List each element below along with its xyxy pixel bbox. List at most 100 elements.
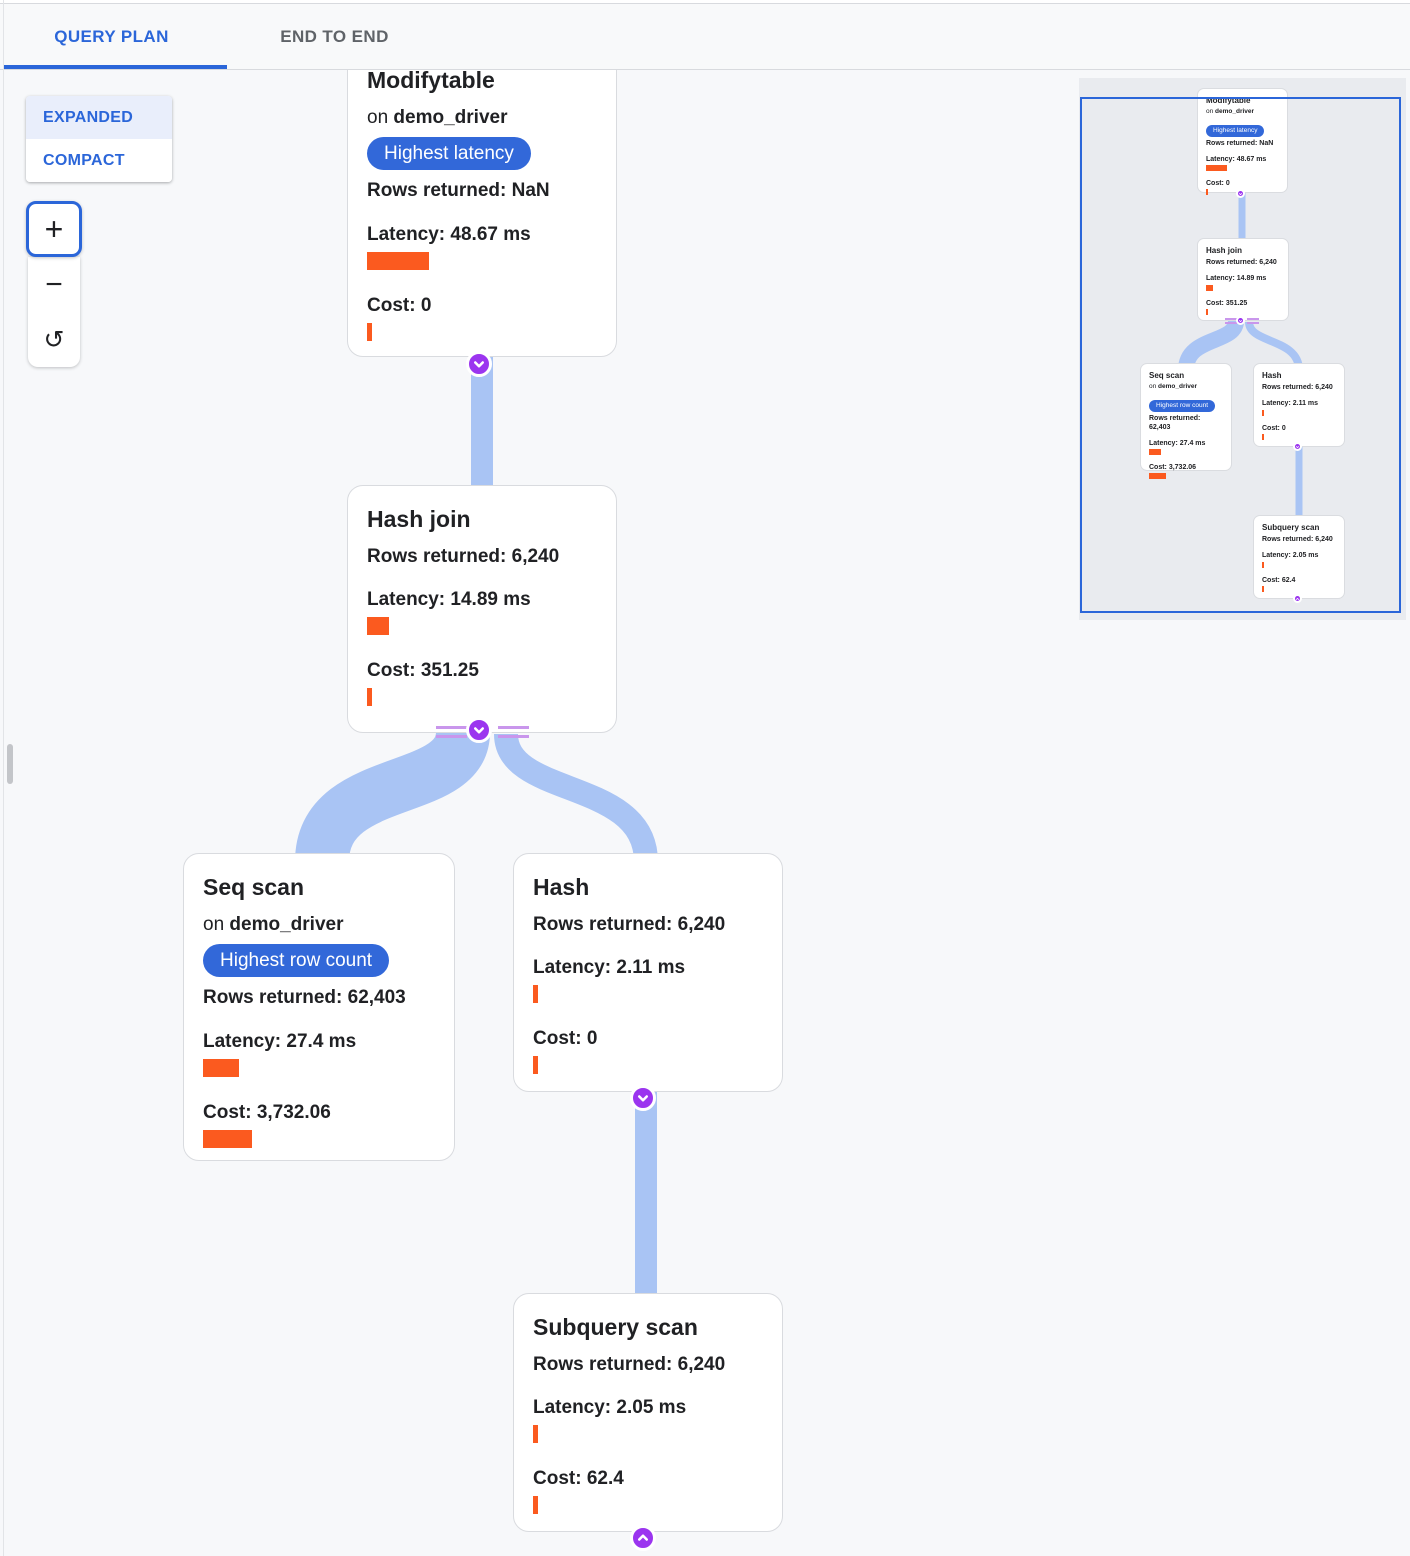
chevron-down-icon <box>1296 445 1299 448</box>
node-cost: Cost: 351.25 <box>1206 299 1248 307</box>
node-cost: Cost: 3,732.06 <box>1149 464 1197 472</box>
plan-node-subquery-scan[interactable]: Subquery scan Rows returned: 6,240 Laten… <box>513 1293 783 1532</box>
view-mode-toggle: EXPANDED COMPACT <box>26 96 172 182</box>
cost-bar <box>1206 308 1208 315</box>
node-cost: Cost: 0 <box>1262 424 1286 432</box>
node-rows-returned: Rows returned: 6,240 <box>367 545 560 567</box>
node-latency: Latency: 2.11 ms <box>1262 400 1319 408</box>
collapse-children-button[interactable] <box>466 351 492 377</box>
latency-bar <box>367 251 429 270</box>
node-cost: Cost: 3,732.06 <box>203 1101 331 1123</box>
node-title: Modifytable <box>367 67 495 93</box>
node-on-prefix: on <box>367 106 389 128</box>
left-divider <box>3 0 4 1556</box>
node-rows-returned: Rows returned: 62,403 <box>203 987 406 1009</box>
node-table: on demo_driver <box>203 914 435 937</box>
zoom-button-group: − ↺ <box>28 257 80 367</box>
node-on-prefix: on <box>203 913 225 935</box>
highest-latency-badge: Highest latency <box>367 137 531 171</box>
cost-bar <box>533 1055 538 1074</box>
chevron-down-icon <box>1239 319 1242 322</box>
cost-bar <box>367 322 372 341</box>
minimap-node-hash: Hash Rows returned: 6,240 Latency: 2.11 … <box>1253 363 1345 447</box>
highest-row-count-badge: Highest row count <box>203 944 390 978</box>
zoom-in-button[interactable]: + <box>26 201 82 257</box>
chevron-up-icon <box>1296 597 1299 600</box>
cost-bar <box>203 1129 252 1148</box>
node-table-name: demo_driver <box>393 106 508 128</box>
latency-bar <box>533 985 538 1004</box>
node-on-prefix: on <box>1206 108 1214 116</box>
node-cost: Cost: 351.25 <box>367 660 479 682</box>
latency-bar <box>203 1058 239 1077</box>
node-table-name: demo_driver <box>1215 108 1255 116</box>
multi-child-indicator <box>432 724 536 740</box>
cost-bar <box>533 1495 538 1514</box>
highest-latency-badge: Highest latency <box>1206 125 1265 137</box>
node-latency: Latency: 48.67 ms <box>1206 155 1267 163</box>
minimap-viewport[interactable] <box>1080 97 1401 613</box>
edge-hashjoin-seqscan <box>295 728 490 865</box>
vertical-scrollbar-thumb[interactable] <box>7 744 13 784</box>
node-rows-returned: Rows returned: 6,240 <box>1262 384 1333 392</box>
cost-bar <box>1206 189 1208 196</box>
tab-label: END TO END <box>280 26 389 46</box>
cost-bar <box>1149 473 1166 480</box>
tab-end-to-end[interactable]: END TO END <box>223 4 446 69</box>
node-rows-returned: Rows returned: 6,240 <box>1206 259 1277 267</box>
edge-hashjoin-hash <box>494 732 658 863</box>
node-title: Hash <box>533 874 590 900</box>
latency-bar <box>1206 284 1214 291</box>
plan-node-modifytable[interactable]: Modifytable on demo_driver Highest laten… <box>347 46 617 357</box>
tab-query-plan[interactable]: QUERY PLAN <box>0 4 227 69</box>
node-rows-returned: Rows returned: 6,240 <box>533 1353 726 1375</box>
plan-node-hash-join[interactable]: Hash join Rows returned: 6,240 Latency: … <box>347 485 617 733</box>
node-cost: Cost: 0 <box>533 1028 598 1050</box>
node-rows-returned: Rows returned: 6,240 <box>1262 536 1333 544</box>
node-latency: Latency: 27.4 ms <box>203 1031 357 1053</box>
node-table-name: demo_driver <box>1158 383 1198 391</box>
node-latency: Latency: 2.05 ms <box>1262 552 1319 560</box>
node-cost: Cost: 62.4 <box>1262 576 1296 584</box>
node-table: on demo_driver <box>1206 108 1279 116</box>
node-table: on demo_driver <box>367 107 597 130</box>
minimap-node-subquery-scan: Subquery scan Rows returned: 6,240 Laten… <box>1253 515 1345 599</box>
minimap-node-seq-scan: Seq scan on demo_driver Highest row coun… <box>1140 363 1232 480</box>
minimap-node-modifytable: Modifytable on demo_driver Highest laten… <box>1197 88 1288 196</box>
cost-bar <box>1262 585 1264 592</box>
node-cost: Cost: 0 <box>1206 180 1230 188</box>
collapse-children-button[interactable] <box>466 717 492 743</box>
node-latency: Latency: 14.89 ms <box>367 589 531 611</box>
plan-node-hash[interactable]: Hash Rows returned: 6,240 Latency: 2.11 … <box>513 853 783 1092</box>
latency-bar <box>1262 561 1264 568</box>
chevron-down-icon <box>473 727 485 734</box>
collapse-children-button[interactable] <box>630 1085 656 1111</box>
active-tab-underline <box>4 65 227 69</box>
node-title: Hash join <box>1206 246 1243 255</box>
expanded-view-button[interactable]: EXPANDED <box>26 96 172 139</box>
minimap[interactable]: Modifytable on demo_driver Highest laten… <box>1079 78 1406 620</box>
node-rows-returned: Rows returned: 62,403 <box>1149 414 1201 431</box>
latency-bar <box>1206 165 1228 172</box>
node-rows-returned: Rows returned: NaN <box>367 180 550 202</box>
node-title: Seq scan <box>1149 371 1185 380</box>
chevron-down-icon <box>1239 192 1242 195</box>
node-cost: Cost: 62.4 <box>533 1468 624 1490</box>
reset-view-button[interactable]: ↺ <box>43 325 65 354</box>
plan-node-seq-scan[interactable]: Seq scan on demo_driver Highest row coun… <box>183 853 455 1161</box>
minimap-collapse-button <box>1236 189 1245 198</box>
node-title: Hash <box>1262 371 1282 380</box>
latency-bar <box>1149 449 1162 456</box>
node-title: Subquery scan <box>533 1314 698 1340</box>
zoom-out-button[interactable]: − <box>45 267 63 301</box>
minimap-collapse-button <box>1236 316 1245 325</box>
node-table-name: demo_driver <box>229 913 344 935</box>
compact-view-button[interactable]: COMPACT <box>26 139 172 182</box>
expand-parent-button[interactable] <box>630 1525 656 1551</box>
node-title: Hash join <box>367 506 471 532</box>
node-latency: Latency: 48.67 ms <box>367 224 531 246</box>
cost-bar <box>367 687 372 706</box>
minimap-node-hash-join: Hash join Rows returned: 6,240 Latency: … <box>1197 238 1289 321</box>
